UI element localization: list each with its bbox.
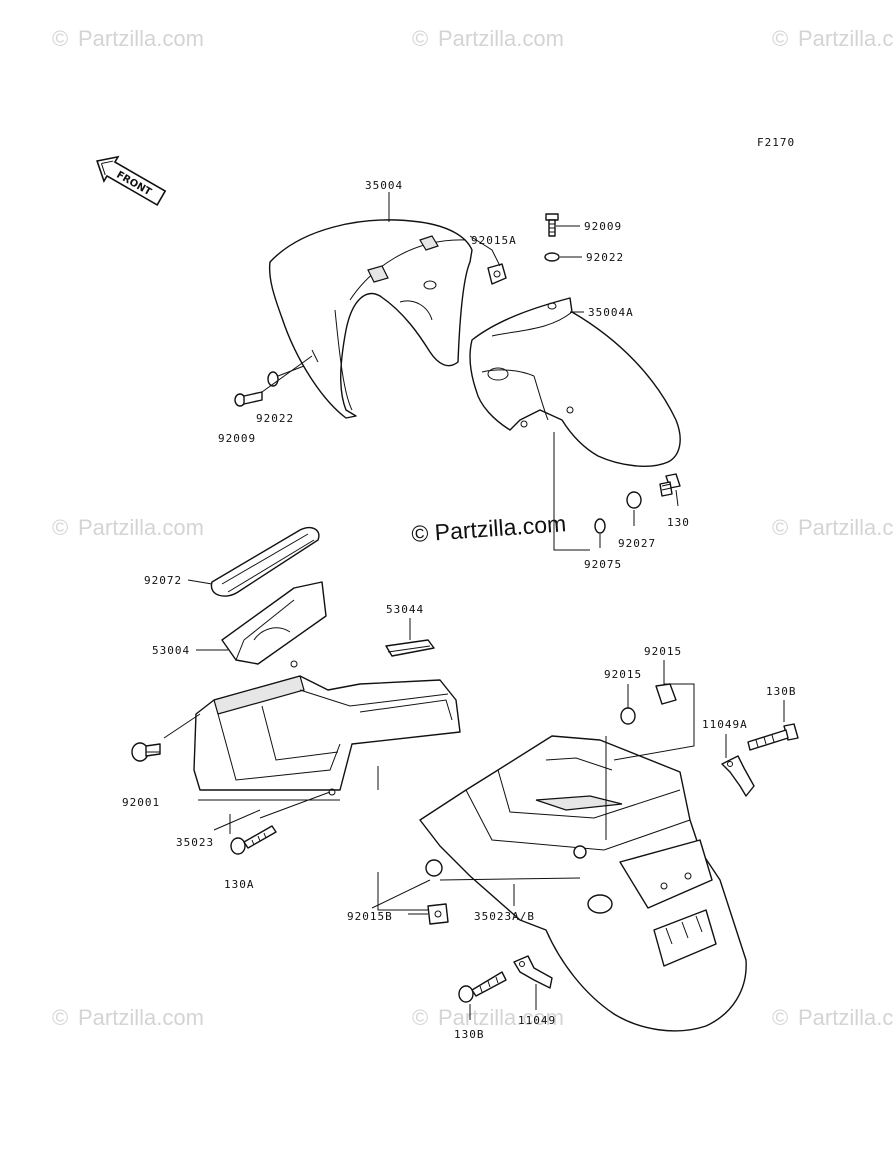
svg-text:©: © (412, 26, 428, 51)
rear-fender-35023AB (419, 735, 747, 1032)
bolt-92001-icon (131, 742, 161, 762)
svg-text:©: © (772, 1005, 788, 1030)
washer-92015-mid-icon (620, 707, 636, 725)
watermark-top-center: © Partzilla.com (412, 26, 564, 51)
label-92022-left: 92022 (256, 412, 294, 425)
inner-fender-35023 (193, 660, 461, 801)
label-130A: 130A (224, 878, 255, 891)
watermark-bottom-left: © Partzilla.com (52, 1005, 204, 1030)
label-92072: 92072 (144, 574, 182, 587)
watermark-top-right: © Partzilla.com (772, 26, 894, 51)
svg-text:©: © (52, 1005, 68, 1030)
clip-92015B-icon (427, 903, 449, 925)
svg-text:©: © (52, 515, 68, 540)
watermark-mid-right: © Partzilla.com (772, 515, 894, 540)
label-92001: 92001 (122, 796, 160, 809)
label-53044: 53044 (386, 603, 424, 616)
label-92009-left: 92009 (218, 432, 256, 445)
watermark-center: © Partzilla.com (411, 510, 567, 547)
nut-92015-right-icon (655, 683, 677, 705)
front-arrow-icon: FRONT (96, 155, 167, 207)
bolt-130A-icon (230, 825, 277, 855)
label-92027: 92027 (618, 537, 656, 550)
watermark-bottom-right: © Partzilla.com (772, 1005, 894, 1030)
figure-code: F2170 (757, 136, 795, 149)
front-fender-35004 (268, 219, 473, 419)
svg-text:Partzilla.com: Partzilla.com (798, 1005, 894, 1030)
label-92015-mid: 92015 (604, 668, 642, 681)
svg-text:Partzilla.com: Partzilla.com (78, 26, 204, 51)
grommet-92027-icon (626, 491, 642, 509)
label-11049: 11049 (518, 1014, 556, 1027)
svg-text:Partzilla.com: Partzilla.com (78, 1005, 204, 1030)
label-35004A: 35004A (588, 306, 634, 319)
label-11049A: 11049A (702, 718, 748, 731)
svg-text:Partzilla.com: Partzilla.com (78, 515, 204, 540)
watermark-mid-left: © Partzilla.com (52, 515, 204, 540)
label-130B-right: 130B (766, 685, 797, 698)
watermark-bottom-center: © Partzilla.com (412, 1005, 564, 1030)
label-92015A: 92015A (471, 234, 517, 247)
label-130: 130 (667, 516, 690, 529)
svg-text:©: © (52, 26, 68, 51)
leader-lines (146, 192, 785, 1020)
svg-text:Partzilla.com: Partzilla.com (798, 515, 894, 540)
svg-text:©: © (772, 26, 788, 51)
label-92075: 92075 (584, 558, 622, 571)
washer-92022-top-icon (544, 252, 560, 262)
label-92015B: 92015B (347, 910, 393, 923)
label-92022-top: 92022 (586, 251, 624, 264)
label-130B-bottom: 130B (454, 1028, 485, 1041)
label-35004: 35004 (365, 179, 403, 192)
label-92009-top: 92009 (584, 220, 622, 233)
front-fender-35004A (469, 297, 681, 467)
watermarks: © Partzilla.com © Partzilla.com © Partzilla… (52, 26, 894, 1030)
bolt-92009-left-icon (234, 391, 263, 407)
svg-text:©: © (772, 515, 788, 540)
battery-cover-53004 (221, 581, 327, 665)
pad-53044 (385, 639, 435, 657)
label-35023AB: 35023A/B (474, 910, 535, 923)
svg-text:Partzilla.com: Partzilla.com (438, 26, 564, 51)
svg-text:©: © (412, 1005, 428, 1030)
label-92015-right: 92015 (644, 645, 682, 658)
svg-text:Partzilla.com: Partzilla.com (438, 1005, 564, 1030)
battery-strap-92072 (210, 526, 320, 597)
part-labels: 35004 92015A 92009 92022 35004A 92022 92… (122, 179, 797, 1041)
bolt-130B-right-icon (747, 723, 799, 751)
bolt-130-icon (659, 473, 681, 497)
bolt-92009-top-icon (545, 213, 559, 237)
bolt-130B-bottom-icon (458, 971, 507, 1003)
watermark-top-left: © Partzilla.com (52, 26, 204, 51)
bracket-11049-icon (513, 955, 553, 989)
label-35023: 35023 (176, 836, 214, 849)
label-53004: 53004 (152, 644, 190, 657)
bracket-11049A-icon (721, 755, 755, 797)
collar-92075-icon (594, 518, 606, 534)
nut-92015A-icon (487, 263, 507, 285)
svg-text:Partzilla.com: Partzilla.com (798, 26, 894, 51)
